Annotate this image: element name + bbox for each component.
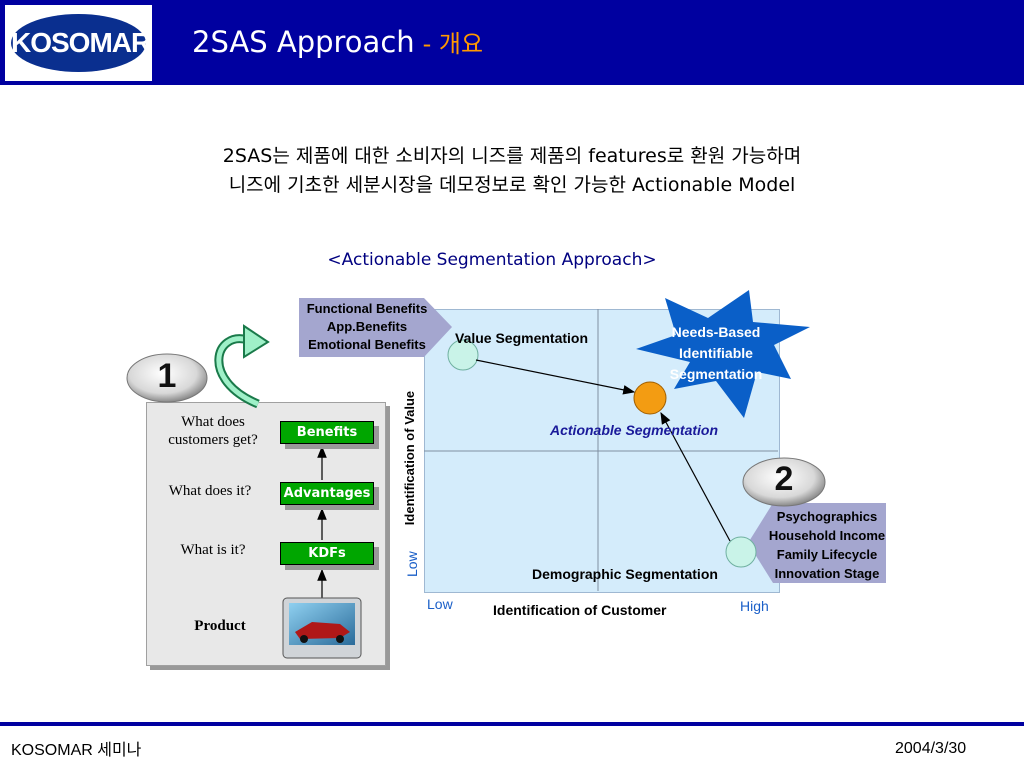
- q-what-is-it: What is it?: [180, 542, 246, 558]
- y-axis-label: Identification of Value: [402, 390, 417, 526]
- car-wheel-icon: [300, 635, 308, 643]
- footer-date: 2004/3/30: [895, 740, 967, 757]
- car-wheel-icon: [336, 635, 344, 643]
- product-car-icon: [295, 622, 350, 639]
- psycho-item: Family Lifecycle: [776, 547, 878, 562]
- demographic-to-actionable-arrow: [660, 411, 731, 542]
- curved-arrow-head: [243, 324, 270, 359]
- benefits-arrow-box: [299, 298, 452, 357]
- q-get-line: customers get?: [168, 432, 258, 448]
- psycho-item: Innovation Stage: [774, 566, 880, 581]
- benefits-box-text: Functional Benefits App.Benefits Emotion…: [288, 300, 446, 354]
- psycho-item: Psychographics: [776, 509, 878, 524]
- curved-arrow-fill: [216, 336, 259, 407]
- benefits-item: App.Benefits: [326, 319, 408, 334]
- badge-1: [126, 353, 208, 403]
- footer-seminar: KOSOMAR 세미나: [11, 742, 142, 759]
- badge-1-number: 1: [157, 357, 177, 395]
- starburst-line: Identifiable: [679, 345, 753, 361]
- title-suffix: - 개요: [422, 30, 484, 58]
- needs-based-starburst: [636, 290, 810, 418]
- header-bar: KOSOMAR 2SAS Approach- 개요: [0, 0, 1024, 85]
- advantages-tag: Advantages: [280, 482, 374, 505]
- intro-text: 2SAS는 제품에 대한 소비자의 니즈를 제품의 features로 환원 가…: [80, 142, 944, 200]
- benefits-item: Functional Benefits: [306, 301, 428, 316]
- psychographics-box-text: Psychographics Household Income Family L…: [752, 507, 902, 583]
- actionable-segmentation-label: Actionable Segmentation: [550, 422, 719, 438]
- title-main: 2SAS Approach: [192, 25, 415, 59]
- value-to-actionable-arrow: [475, 359, 636, 395]
- x-axis-high: High: [740, 598, 769, 614]
- benefits-tag: Benefits: [280, 421, 374, 444]
- intro-line-1: 2SAS는 제품에 대한 소비자의 니즈를 제품의 features로 환원 가…: [222, 145, 802, 167]
- y-axis-low: Low: [404, 551, 420, 577]
- diagram-subtitle: <Actionable Segmentation Approach>: [327, 250, 657, 270]
- header-divider: [0, 85, 1024, 87]
- q-customers-get: What does customers get?: [150, 413, 276, 449]
- badge-2: [742, 457, 826, 507]
- starburst-text: Needs-Based Identifiable Segmentation: [648, 322, 784, 385]
- kdfs-tag: KDFs: [280, 542, 374, 565]
- footer-divider: [0, 722, 1024, 726]
- page-title: 2SAS Approach- 개요: [192, 24, 483, 59]
- demographic-segmentation-label: Demographic Segmentation: [532, 566, 718, 582]
- kosomar-logo: KOSOMAR: [5, 5, 152, 81]
- value-seg-marker: [447, 339, 479, 371]
- starburst-line: Needs-Based: [671, 324, 761, 340]
- demographic-seg-marker: [725, 536, 757, 568]
- starburst-line: Segmentation: [669, 366, 763, 382]
- logo-text: KOSOMAR: [11, 27, 151, 58]
- psycho-item: Household Income: [768, 528, 886, 543]
- intro-line-2: 니즈에 기초한 세분시장을 데모정보로 확인 가능한 Actionable Mo…: [228, 174, 796, 196]
- q-what-does-it: What does it?: [168, 483, 252, 499]
- benefits-item: Emotional Benefits: [308, 337, 426, 352]
- value-segmentation-label: Value Segmentation: [455, 330, 589, 346]
- q-get-line: What does: [181, 414, 245, 430]
- badge-2-number: 2: [774, 460, 794, 498]
- x-axis-label: Identification of Customer: [493, 602, 667, 618]
- x-axis-low: Low: [427, 596, 453, 612]
- product-label: Product: [194, 618, 246, 634]
- actionable-seg-marker: [633, 381, 667, 415]
- psychographics-arrow-box: [748, 503, 886, 583]
- logo-oval: [11, 14, 146, 72]
